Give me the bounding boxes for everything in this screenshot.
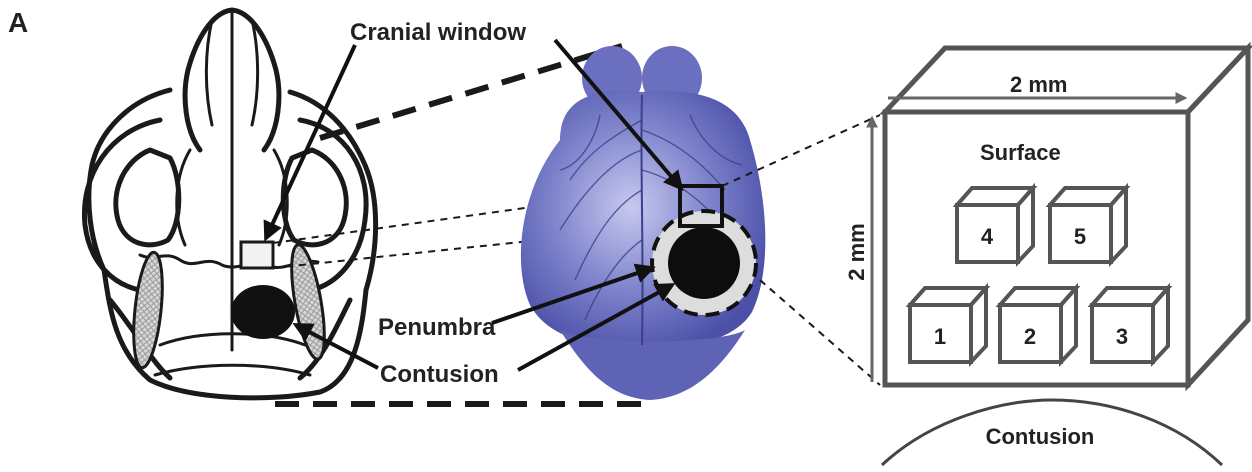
label-penumbra: Penumbra xyxy=(378,314,496,341)
cube-label-1: 1 xyxy=(934,324,946,349)
skull-contusion-oval xyxy=(231,285,295,339)
label-surface: Surface xyxy=(980,140,1061,165)
cube-5: 5 xyxy=(1050,188,1126,262)
skull-window-square xyxy=(241,242,273,268)
cube-label-5: 5 xyxy=(1074,224,1086,249)
label-height: 2 mm xyxy=(844,223,869,280)
label-contusion-bottom: Contusion xyxy=(986,424,1095,449)
skull-illustration xyxy=(84,10,375,398)
label-cranial-window: Cranial window xyxy=(350,19,526,46)
contusion-core xyxy=(668,227,740,299)
cube-4: 4 xyxy=(957,188,1033,262)
label-width: 2 mm xyxy=(1010,72,1067,97)
cube-1: 1 xyxy=(910,288,986,362)
box-line-lower xyxy=(760,280,880,385)
cube-2: 2 xyxy=(1000,288,1076,362)
panel-label: A xyxy=(8,7,28,38)
cube-label-2: 2 xyxy=(1024,324,1036,349)
cube-label-3: 3 xyxy=(1116,324,1128,349)
cube-3: 3 xyxy=(1092,288,1168,362)
label-contusion-brain: Contusion xyxy=(380,361,499,388)
cube-label-4: 4 xyxy=(981,224,994,249)
